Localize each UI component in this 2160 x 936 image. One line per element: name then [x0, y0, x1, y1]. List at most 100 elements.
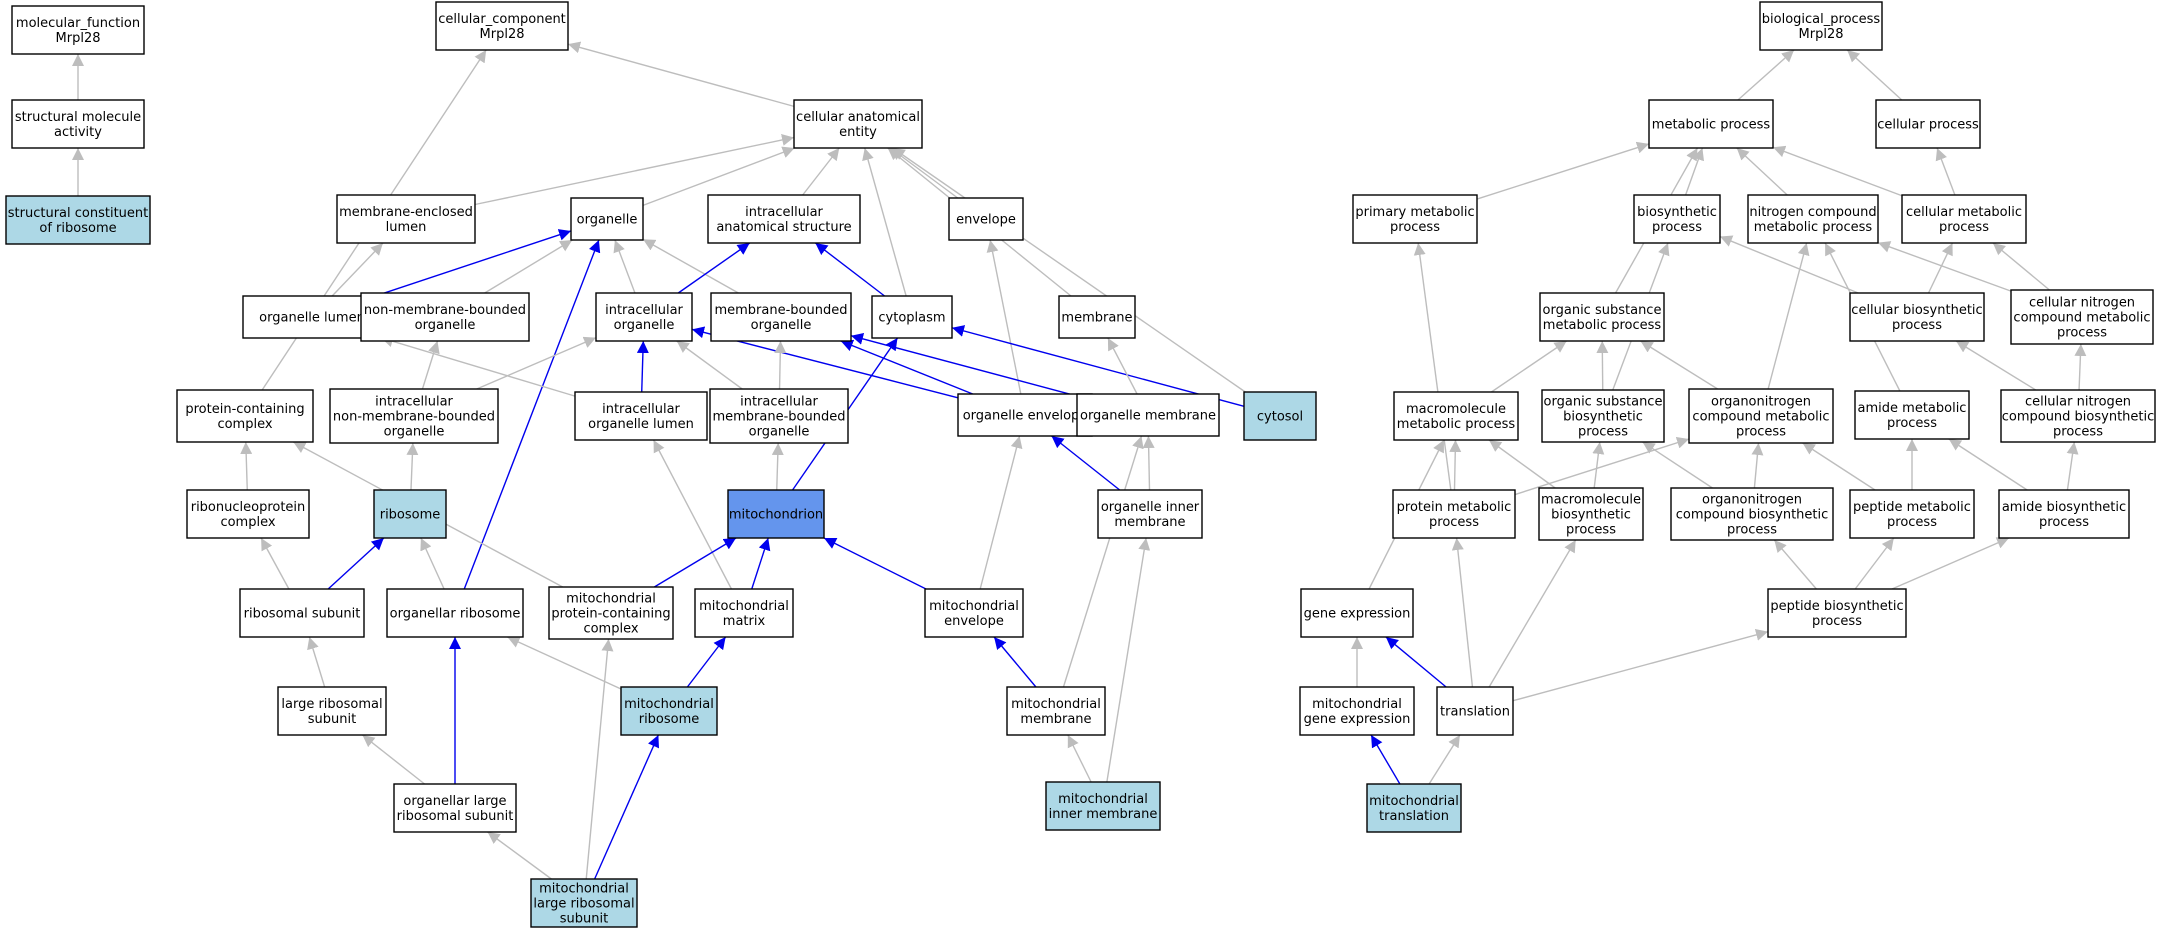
node-box — [5, 195, 151, 245]
edge-rnp-to-pcc — [240, 441, 253, 491]
node-label-line: organellar ribosome — [390, 607, 521, 622]
edge-org_env-to-envelope — [986, 239, 1022, 395]
edge-line — [979, 435, 1023, 590]
node-label-line: intracellular — [602, 402, 680, 417]
edge-line — [476, 336, 597, 390]
node-label-line: protein metabolic — [1397, 500, 1512, 515]
node-label-line: complex — [583, 622, 638, 637]
node-label-line: organelle inner — [1101, 500, 1200, 515]
node-envelope[interactable]: envelope — [948, 197, 1024, 241]
node-cytoplasm[interactable]: cytoplasm — [871, 295, 953, 339]
node-geneexp[interactable]: gene expression — [1300, 588, 1414, 638]
node-inmbo[interactable]: intracellularnon-membrane-boundedorganel… — [329, 388, 499, 444]
node-label-line: process — [1892, 318, 1942, 333]
node-cellproc[interactable]: cellular process — [1875, 99, 1981, 149]
edge-line — [1512, 629, 1769, 702]
node-org_ribo[interactable]: organellar ribosome — [386, 588, 524, 638]
node-box — [1875, 99, 1981, 149]
node-cytosol[interactable]: cytosol — [1243, 391, 1317, 441]
node-label-line: membrane-enclosed — [339, 205, 473, 220]
node-org_lumen[interactable]: organelle lumen — [242, 295, 382, 339]
node-label-line: organelle — [751, 318, 812, 333]
node-box — [1006, 686, 1106, 736]
node-org_env[interactable]: organelle envelope — [957, 393, 1093, 437]
node-metab[interactable]: metabolic process — [1648, 99, 1774, 149]
node-box — [1393, 391, 1519, 441]
node-label-line: organelle — [577, 213, 638, 228]
node-label-line: compound metabolic — [2013, 311, 2150, 326]
node-membrane[interactable]: membrane — [1058, 295, 1136, 339]
node-box — [727, 489, 825, 539]
edge-cncmp-to-ncmp — [1877, 241, 2012, 292]
node-organelle[interactable]: organelle — [570, 197, 644, 241]
edge-mel-to-cae — [474, 134, 795, 206]
node-ribosome[interactable]: ribosome — [373, 489, 447, 539]
node-label-line: large ribosomal — [533, 897, 634, 912]
node-box — [242, 295, 382, 339]
node-label-line: subunit — [308, 712, 356, 727]
node-label-line: process — [1566, 523, 1616, 538]
node-box — [1901, 194, 2027, 244]
node-label-line: metabolic process — [1543, 318, 1662, 333]
node-label-line: organelle lumen — [259, 311, 365, 326]
edge-mlrs-to-olrs — [487, 831, 552, 880]
edge-biosyn-to-metab — [1684, 147, 1705, 196]
node-box — [1849, 292, 1985, 342]
edge-ribo_sub-to-ribosome — [327, 537, 385, 590]
node-transl[interactable]: translation — [1436, 686, 1514, 736]
node-ribo_sub[interactable]: ribosomal subunit — [239, 588, 365, 638]
node-label-line: envelope — [944, 614, 1004, 629]
node-org_mem[interactable]: organelle membrane — [1076, 393, 1220, 437]
node-box — [2000, 389, 2156, 443]
edge-mim-to-mmem — [1067, 734, 1092, 783]
node-mito[interactable]: mitochondrion — [727, 489, 825, 539]
edge-line — [1428, 734, 1461, 785]
edge-line — [361, 734, 426, 785]
